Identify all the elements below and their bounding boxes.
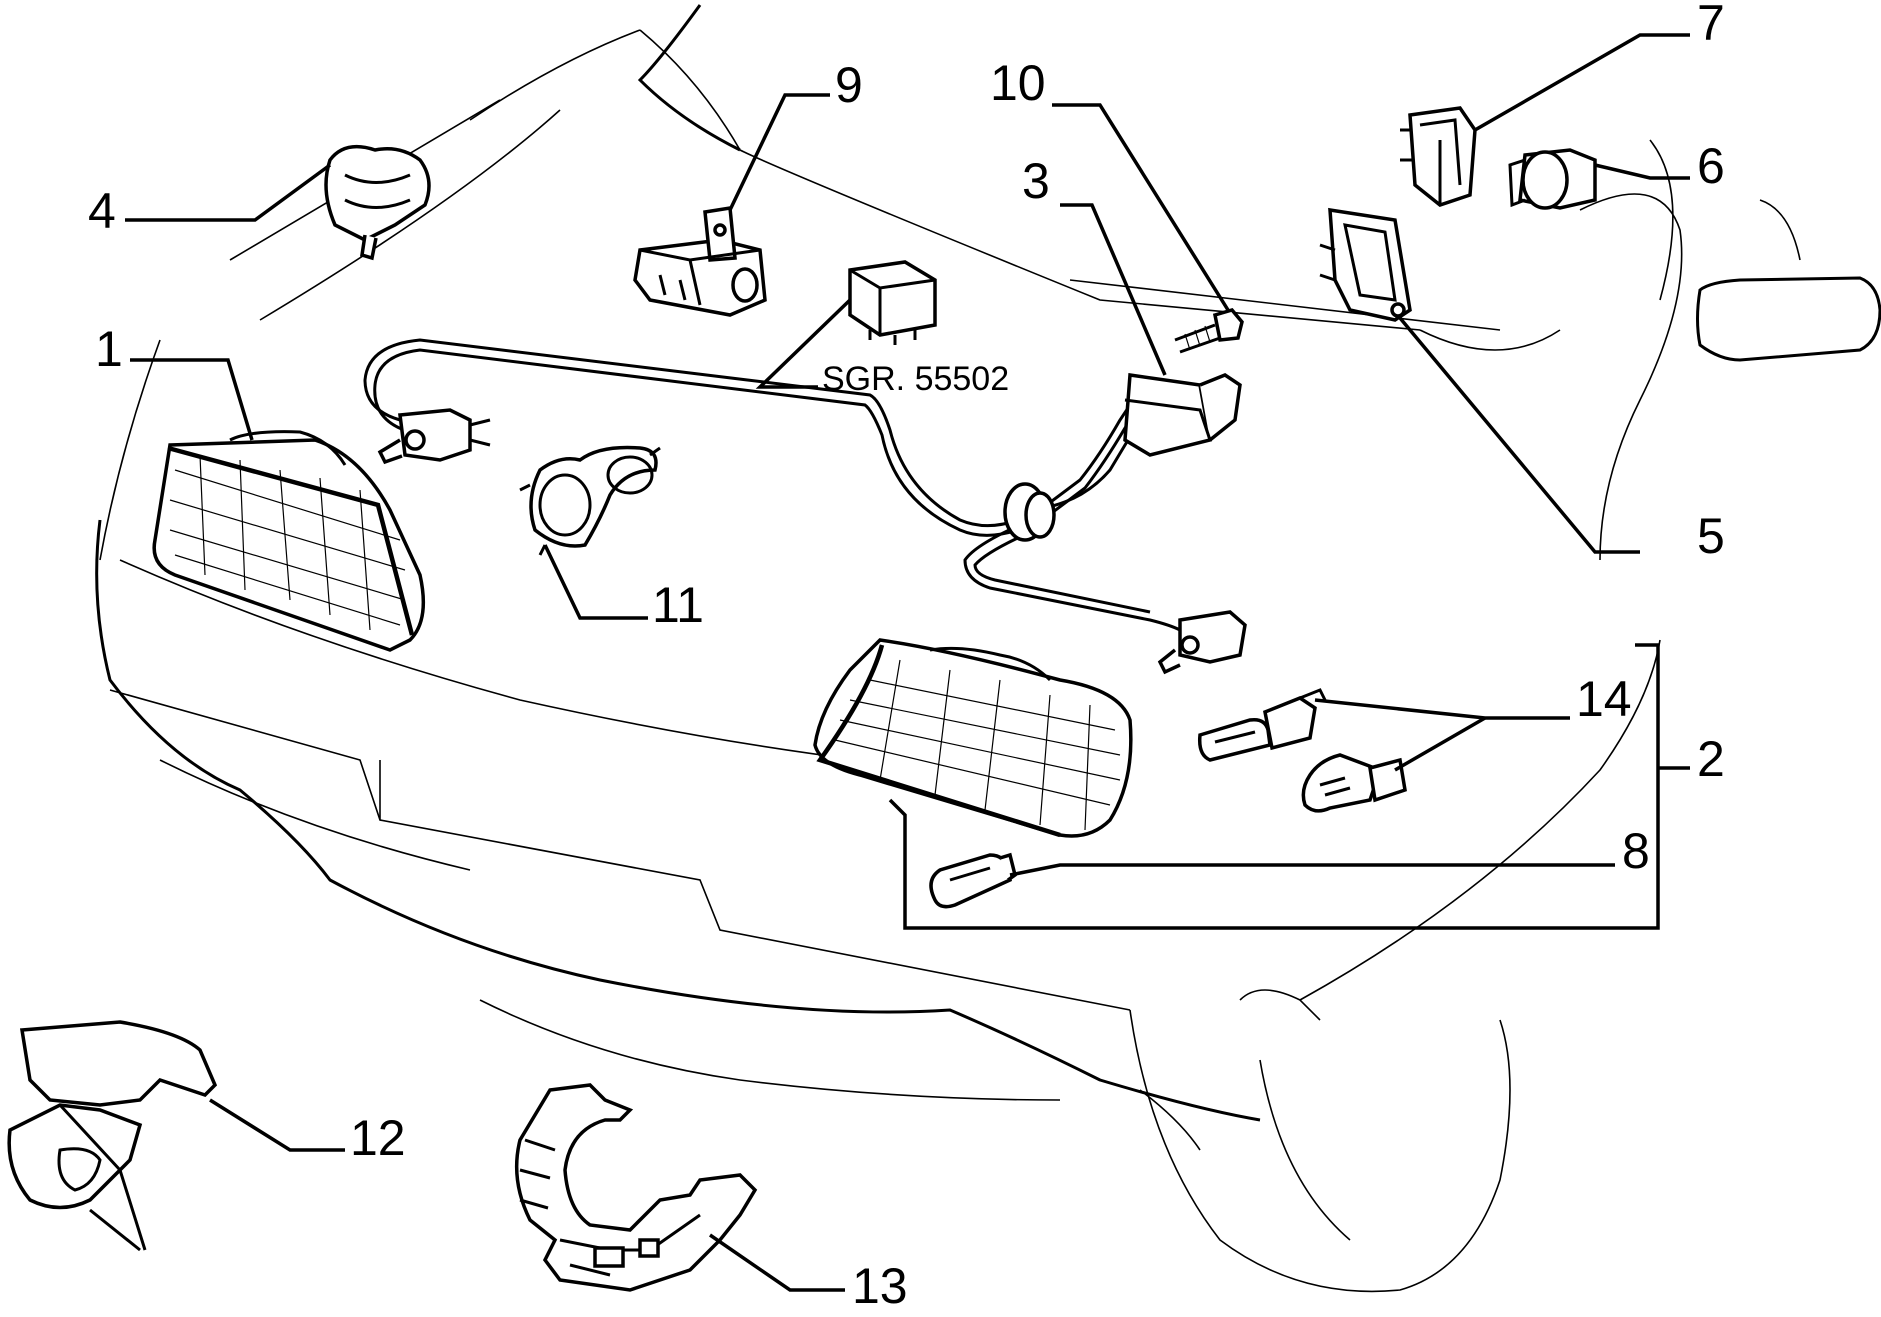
gasket-part-11 xyxy=(519,445,661,556)
wiring-harness xyxy=(363,338,1247,675)
cable-clip-part-12 xyxy=(7,1020,218,1252)
indicator-bulb xyxy=(1301,753,1407,813)
callout-4: 4 xyxy=(88,183,116,239)
screw-part-10 xyxy=(1174,307,1244,354)
relay-bracket-part-9 xyxy=(633,205,767,317)
callout-14: 14 xyxy=(1576,671,1632,727)
callout-13: 13 xyxy=(852,1258,908,1312)
socket-part-6 xyxy=(1508,148,1597,210)
callout-12: 12 xyxy=(350,1110,406,1166)
callout-2: 2 xyxy=(1697,731,1725,787)
callout-labels: 1 2 3 4 5 6 7 8 9 10 11 12 13 14 SGR. 55… xyxy=(88,0,1725,1314)
callout-3: 3 xyxy=(1022,153,1050,209)
cable-clamp-part-13 xyxy=(514,1083,758,1292)
clip-part-4 xyxy=(324,144,431,261)
left-headlamp xyxy=(152,430,426,652)
callout-5: 5 xyxy=(1697,508,1725,564)
callout-6: 6 xyxy=(1697,138,1725,194)
car-body-outline xyxy=(95,4,1881,1293)
callout-7: 7 xyxy=(1697,0,1725,51)
halogen-bulb xyxy=(1197,688,1327,762)
reference-label: SGR. 55502 xyxy=(822,360,1009,398)
relay xyxy=(848,260,937,345)
side-light-bulb xyxy=(929,852,1017,909)
holder-part-5 xyxy=(1319,207,1412,322)
callout-11: 11 xyxy=(652,577,704,633)
leader-lines xyxy=(125,33,1690,1292)
callout-10: 10 xyxy=(990,55,1046,111)
holder-part-7 xyxy=(1400,106,1477,207)
callout-1: 1 xyxy=(95,321,123,377)
callout-9: 9 xyxy=(835,57,863,113)
right-headlamp xyxy=(813,638,1133,838)
callout-8: 8 xyxy=(1622,823,1650,879)
